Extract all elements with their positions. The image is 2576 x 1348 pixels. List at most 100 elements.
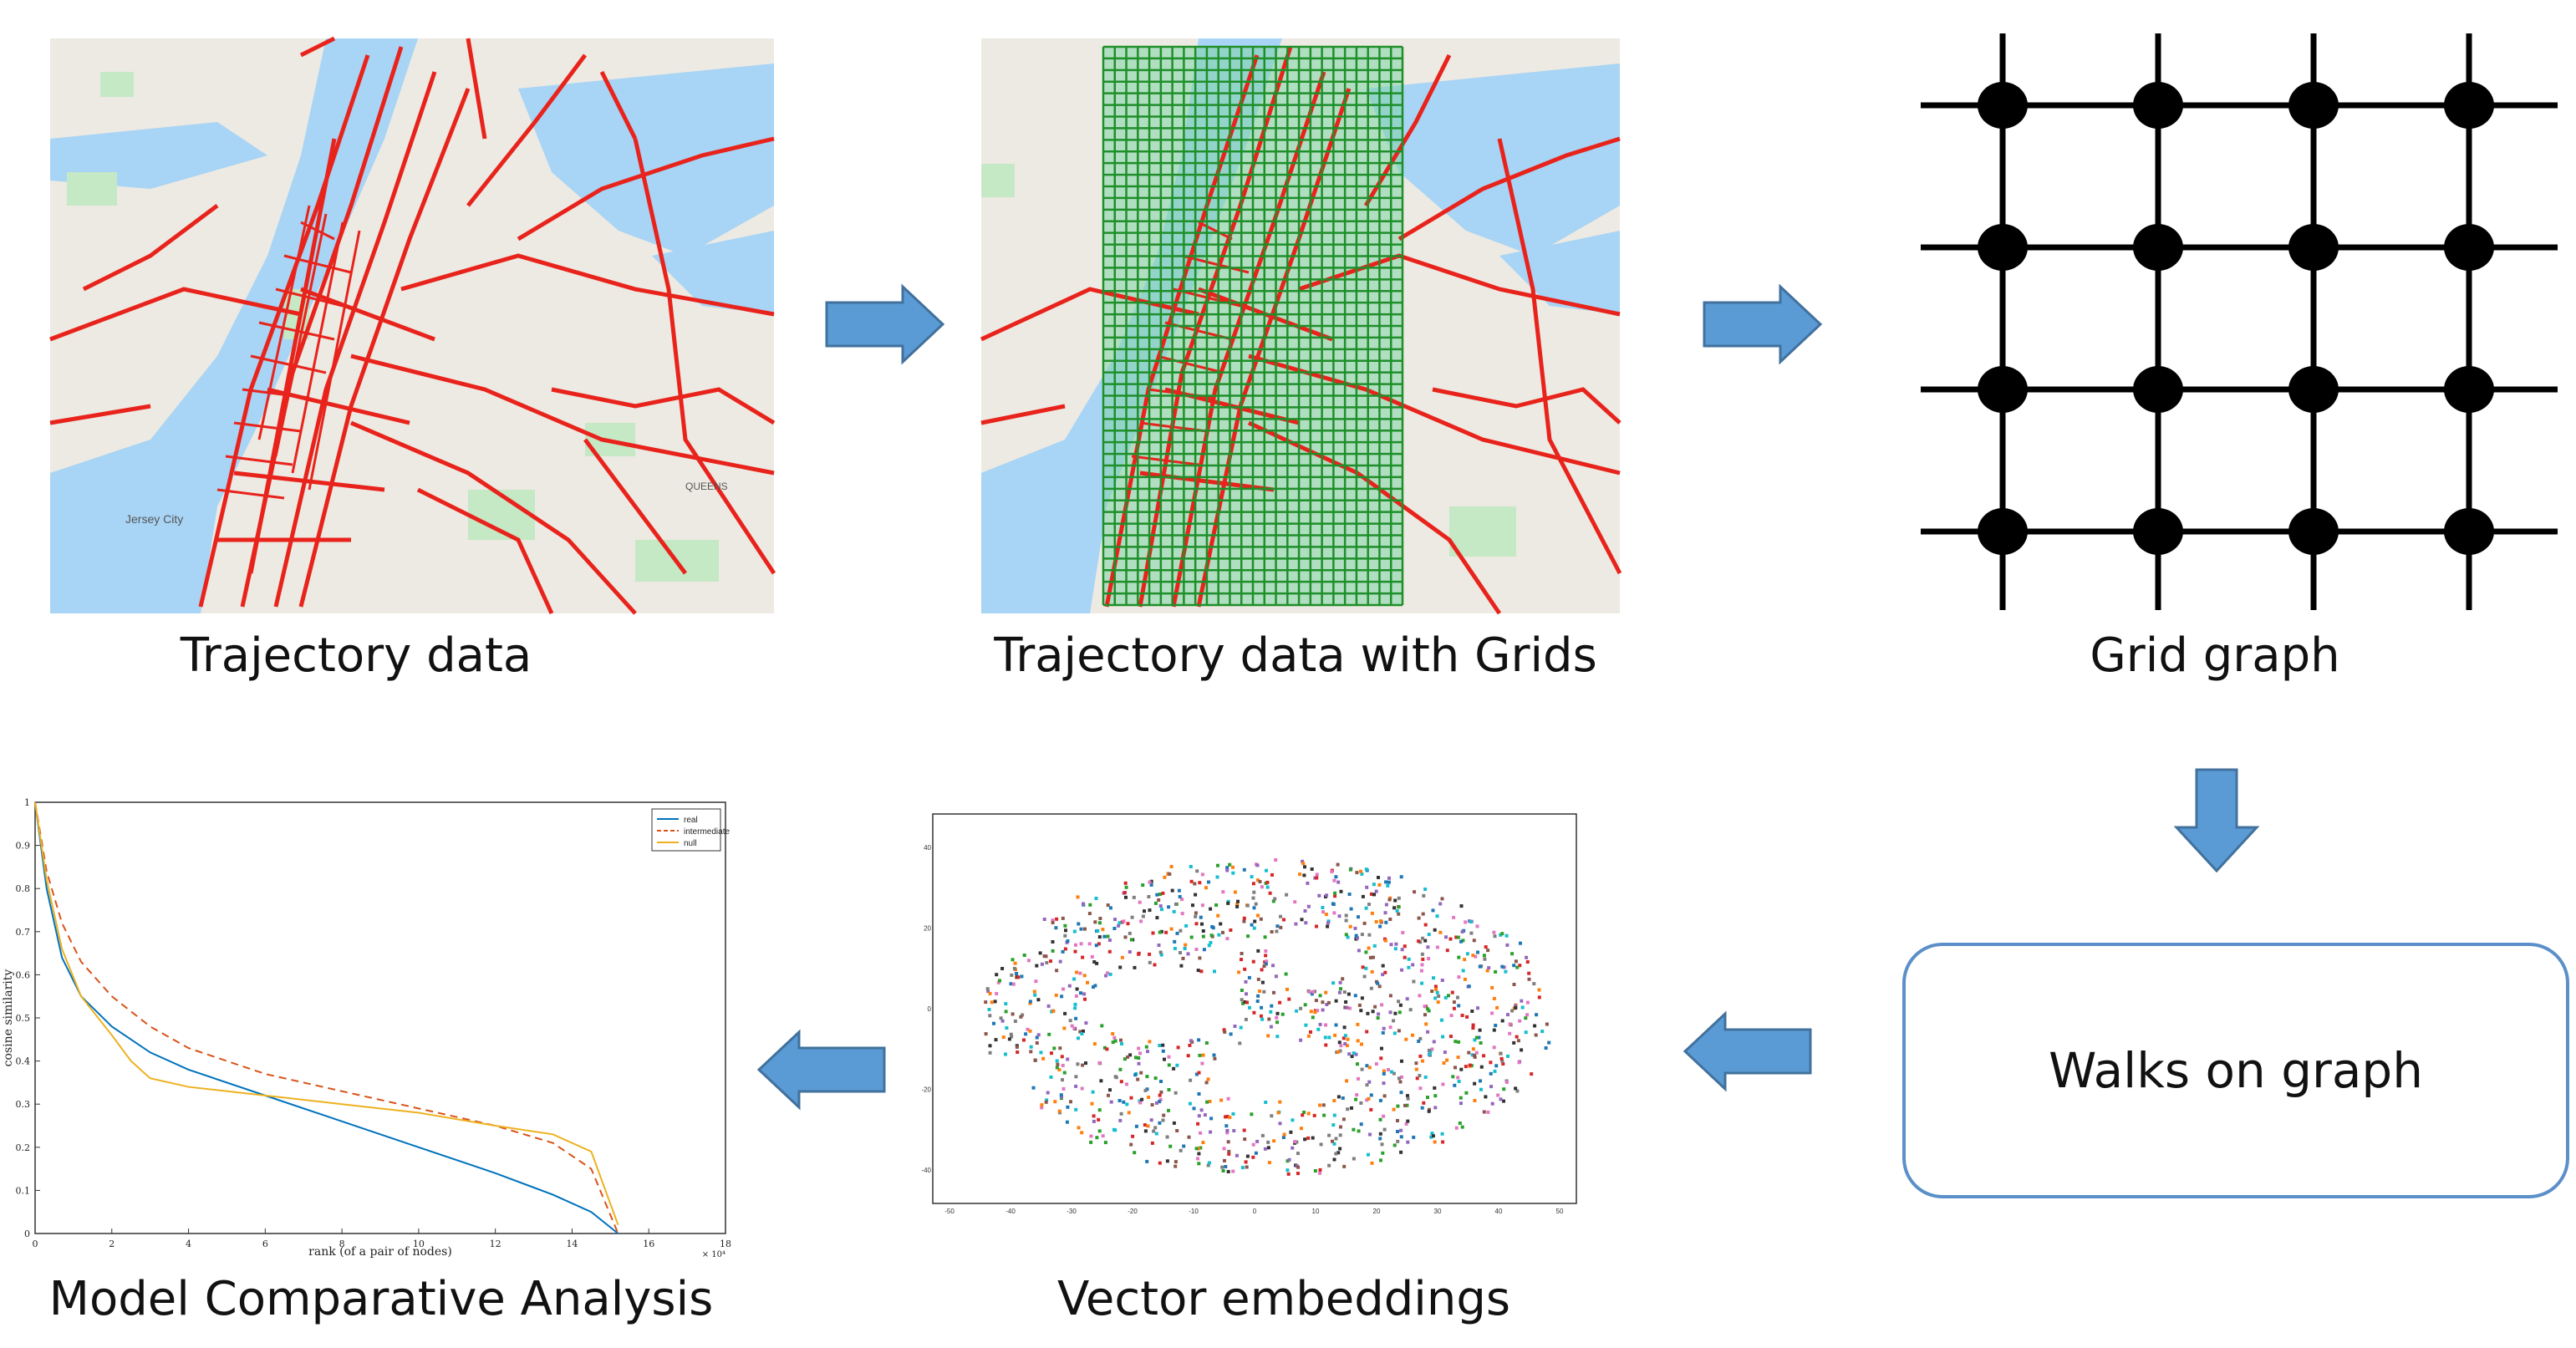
- embedding-point: [1433, 928, 1437, 932]
- grid-graph: [1921, 33, 2558, 610]
- embedding-point: [1066, 1105, 1070, 1109]
- embedding-point: [1505, 1080, 1509, 1084]
- embedding-point: [1070, 1024, 1074, 1028]
- embedding-point: [1382, 1069, 1386, 1073]
- embedding-point: [1145, 1075, 1149, 1079]
- embedding-point: [1469, 931, 1474, 935]
- embedding-point: [1324, 1043, 1328, 1047]
- embedding-point: [1275, 929, 1279, 933]
- embedding-point: [999, 1016, 1003, 1020]
- embedding-point: [1275, 1035, 1280, 1039]
- trajectory-grid-map: [980, 38, 1622, 615]
- embedding-point: [1064, 928, 1067, 933]
- embedding-point: [1365, 1064, 1369, 1068]
- embedding-point: [1158, 1161, 1162, 1165]
- embedding-point: [1479, 1065, 1484, 1069]
- embedding-point: [1092, 985, 1095, 989]
- embedding-point: [1233, 890, 1237, 894]
- embedding-point: [1199, 1131, 1203, 1135]
- grid-overlay: [1102, 45, 1404, 607]
- embedding-point: [1163, 1057, 1166, 1061]
- embedding-point: [1332, 1142, 1336, 1146]
- embedding-point: [1227, 1149, 1231, 1153]
- embedding-point: [1265, 959, 1269, 964]
- embedding-point: [1394, 942, 1398, 946]
- embedding-point: [1220, 1165, 1224, 1169]
- embedding-point: [1427, 1109, 1431, 1113]
- embedding-point: [1445, 1058, 1449, 1062]
- embedding-point: [1345, 1005, 1349, 1010]
- embedding-point: [1267, 1017, 1271, 1021]
- embedding-point: [1387, 898, 1392, 902]
- embedding-point: [1027, 959, 1031, 963]
- embedding-point: [1034, 979, 1038, 984]
- embedding-point: [1049, 1075, 1053, 1079]
- embedding-point: [1400, 1059, 1403, 1063]
- embedding-point: [1518, 964, 1522, 968]
- legend-label: null: [684, 839, 697, 848]
- embedding-point: [1482, 1110, 1486, 1114]
- embedding-point: [1361, 965, 1365, 969]
- embedding-point: [1447, 994, 1450, 998]
- embedding-point: [1396, 1130, 1399, 1133]
- embedding-point: [1400, 968, 1404, 972]
- embedding-point: [1235, 903, 1240, 906]
- embedding-point: [1502, 1099, 1505, 1103]
- embedding-point: [1514, 1004, 1518, 1008]
- embedding-point: [1330, 869, 1334, 873]
- embedding-point: [1111, 1032, 1115, 1035]
- embedding-point: [1355, 1093, 1359, 1097]
- embedding-point: [1038, 951, 1042, 955]
- embedding-point: [1347, 893, 1352, 896]
- embedding-point: [1120, 955, 1124, 959]
- arrow-right-icon: [825, 283, 945, 365]
- embedding-point: [1148, 880, 1152, 884]
- embedding-point: [1045, 1098, 1049, 1102]
- embedding-point: [1274, 974, 1278, 979]
- embedding-point: [1103, 1141, 1107, 1145]
- embedding-point: [1216, 913, 1220, 918]
- embedding-point: [1384, 880, 1388, 884]
- embedding-point: [1478, 1028, 1482, 1032]
- embedding-point: [1331, 1123, 1336, 1127]
- series-line-real: [34, 801, 619, 1234]
- embedding-point: [1365, 1098, 1369, 1102]
- embedding-point: [1348, 867, 1352, 872]
- embedding-point: [1141, 914, 1145, 918]
- embedding-point: [1204, 1041, 1209, 1045]
- embedding-point: [1348, 924, 1352, 928]
- embedding-point: [1264, 1101, 1268, 1104]
- embedding-point: [1029, 1050, 1033, 1054]
- embedding-point: [1106, 971, 1109, 975]
- embedding-point: [1475, 924, 1479, 928]
- embedding-point: [1449, 1035, 1453, 1039]
- y-tick-label: 0.4: [16, 1056, 31, 1067]
- embedding-point: [1469, 919, 1473, 923]
- embedding-point: [1392, 1107, 1396, 1111]
- embedding-point: [1204, 1081, 1209, 1085]
- embedding-point: [1473, 1038, 1477, 1042]
- embedding-point: [1440, 1132, 1444, 1136]
- embedding-point: [1077, 922, 1081, 926]
- embedding-point: [1393, 1011, 1397, 1015]
- embedding-point: [1168, 1144, 1173, 1148]
- embedding-point: [1143, 1123, 1147, 1127]
- embedding-point: [1388, 994, 1392, 998]
- embedding-point: [1369, 1093, 1373, 1097]
- embedding-point: [1137, 1046, 1141, 1050]
- embedding-point: [1256, 878, 1260, 883]
- embedding-point: [1128, 950, 1132, 954]
- embedding-point: [1471, 1023, 1475, 1027]
- embedding-point: [1262, 964, 1266, 969]
- embedding-point: [1087, 942, 1092, 946]
- embedding-point: [1133, 965, 1137, 969]
- y-tick-label: 0.7: [16, 927, 31, 938]
- embedding-point: [1428, 1052, 1432, 1056]
- embedding-point: [1080, 1086, 1084, 1091]
- embedding-point: [1422, 893, 1426, 898]
- embedding-point: [998, 979, 1001, 983]
- x-tick-label: -40: [1005, 1208, 1016, 1215]
- embedding-point: [1097, 1117, 1101, 1122]
- embedding-point: [1512, 1040, 1516, 1045]
- embedding-point: [1167, 1088, 1171, 1091]
